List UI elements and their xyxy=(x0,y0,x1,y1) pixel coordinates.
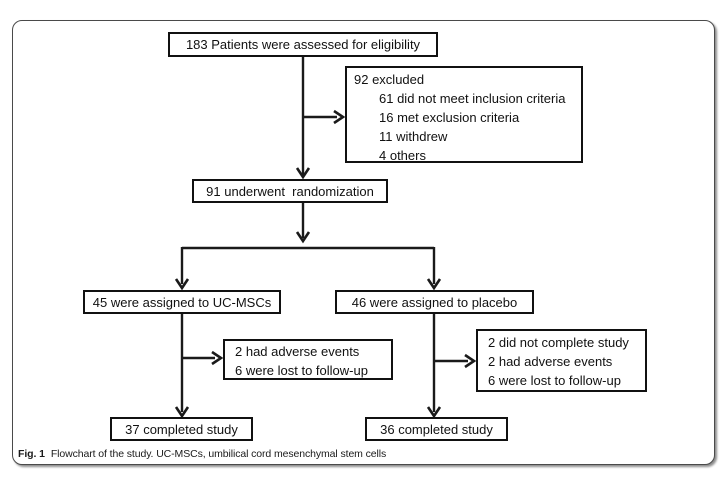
ucmsc-completed-text: 37 completed study xyxy=(125,421,238,437)
placebo-arm-text: 46 were assigned to placebo xyxy=(351,294,518,310)
excluded-item: 4 others xyxy=(379,148,426,163)
box-randomization: 91 underwent randomization xyxy=(192,179,388,203)
ucmsc-dropout-line: 2 had adverse events xyxy=(235,344,360,359)
box-ucmsc-dropout: 2 had adverse events 6 were lost to foll… xyxy=(223,339,393,380)
placebo-dropout-line: 2 had adverse events xyxy=(488,354,613,369)
excluded-item: 61 did not meet inclusion criteria xyxy=(379,91,566,106)
box-placebo-dropout: 2 did not complete study 2 had adverse e… xyxy=(476,329,647,392)
box-excluded: 92 excluded 61 did not meet inclusion cr… xyxy=(345,66,583,163)
box-placebo-arm: 46 were assigned to placebo xyxy=(335,290,534,314)
randomization-text: 91 underwent randomization xyxy=(206,183,374,199)
box-ucmsc-completed: 37 completed study xyxy=(110,417,253,441)
ucmsc-arm-text: 45 were assigned to UC-MSCs xyxy=(92,294,272,310)
placebo-dropout-line: 2 did not complete study xyxy=(488,335,629,350)
box-placebo-completed: 36 completed study xyxy=(365,417,508,441)
figure-caption: Fig. 1 Flowchart of the study. UC-MSCs, u… xyxy=(18,448,386,460)
placebo-completed-text: 36 completed study xyxy=(380,421,493,437)
excluded-item: 11 withdrew xyxy=(379,129,448,144)
figure-caption-label: Fig. 1 xyxy=(18,448,45,460)
placebo-dropout-line: 6 were lost to follow-up xyxy=(488,373,621,388)
ucmsc-dropout-line: 6 were lost to follow-up xyxy=(235,363,368,378)
eligibility-text: 183 Patients were assessed for eligibili… xyxy=(185,37,421,52)
excluded-item: 16 met exclusion criteria xyxy=(379,110,520,125)
box-ucmsc-arm: 45 were assigned to UC-MSCs xyxy=(83,290,281,314)
box-eligibility: 183 Patients were assessed for eligibili… xyxy=(168,32,438,57)
figure-caption-text: Flowchart of the study. UC-MSCs, umbilic… xyxy=(50,448,387,460)
excluded-title: 92 excluded xyxy=(354,72,425,87)
